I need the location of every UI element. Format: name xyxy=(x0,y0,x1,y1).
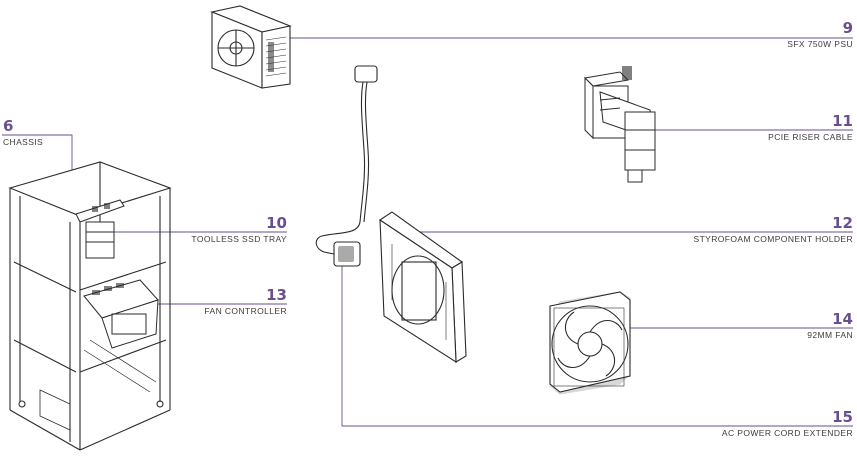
callout-number: 11 xyxy=(832,112,853,130)
callout-label: 92MM FAN xyxy=(807,330,853,340)
riser-cable-icon xyxy=(583,66,656,183)
callout-psu: 9 SFX 750W PSU xyxy=(787,20,853,49)
callout-label: TOOLLESS SSD TRAY xyxy=(191,234,287,244)
callout-number: 14 xyxy=(832,310,853,328)
callout-number: 12 xyxy=(832,214,853,232)
callout-styrofoam-holder: 12 STYROFOAM COMPONENT HOLDER xyxy=(694,215,853,244)
callout-number: 13 xyxy=(266,286,287,304)
callout-label: STYROFOAM COMPONENT HOLDER xyxy=(693,234,853,244)
fan-controller-icon xyxy=(83,279,159,349)
power-cord-icon xyxy=(315,65,378,267)
callout-number: 10 xyxy=(266,214,287,232)
callout-riser-cable: 11 PCIE RISER CABLE xyxy=(768,113,853,142)
psu-icon xyxy=(210,5,292,89)
callout-fan-controller: 13 FAN CONTROLLER xyxy=(204,287,287,316)
ssd-tray-icon xyxy=(75,199,125,259)
callout-number: 6 xyxy=(3,117,14,135)
callout-label: SFX 750W PSU xyxy=(787,39,853,49)
callout-power-cord: 15 AC POWER CORD EXTENDER xyxy=(722,409,853,438)
callout-label: CHASSIS xyxy=(3,137,44,147)
callout-label: PCIE RISER CABLE xyxy=(768,132,853,142)
callout-label: AC POWER CORD EXTENDER xyxy=(721,428,853,438)
leader-line-power-cord xyxy=(341,266,853,427)
callout-number: 9 xyxy=(842,19,853,37)
callout-fan: 14 92MM FAN xyxy=(807,311,853,340)
callout-number: 15 xyxy=(832,408,853,426)
fan-icon xyxy=(549,291,631,395)
styrofoam-holder-icon xyxy=(379,211,467,364)
chassis-icon xyxy=(8,161,172,451)
callout-ssd-tray: 10 TOOLLESS SSD TRAY xyxy=(191,215,287,244)
callout-label: FAN CONTROLLER xyxy=(204,306,287,316)
callout-chassis: 6 CHASSIS xyxy=(3,118,43,147)
